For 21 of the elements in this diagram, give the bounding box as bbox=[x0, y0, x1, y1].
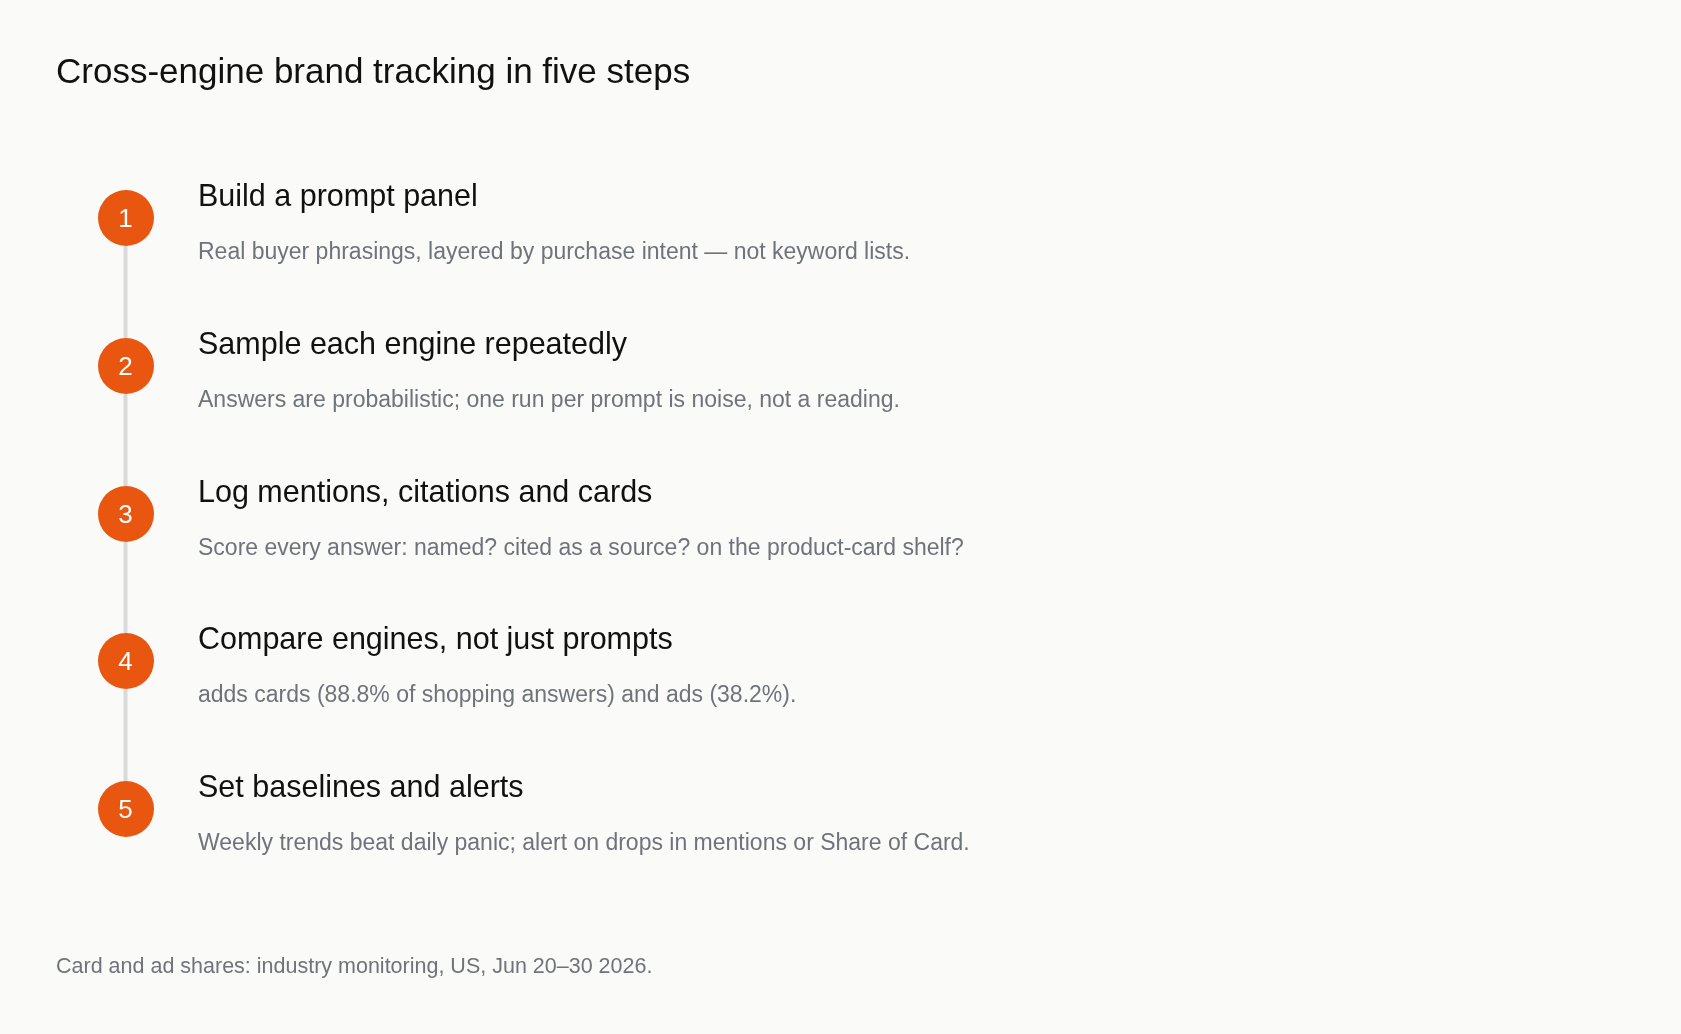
step-heading: Log mentions, citations and cards bbox=[198, 473, 653, 509]
step-description: Answers are probabilistic; one run per prompt is noise, not a reading. bbox=[198, 385, 900, 413]
source-note: Card and ad shares: industry monitoring, US, Jun 20–30 2026. bbox=[56, 953, 653, 979]
step-description: adds cards (88.8% of shopping answers) and ads (38.2%). bbox=[198, 680, 797, 708]
step-heading: Sample each engine repeatedly bbox=[198, 325, 627, 361]
step-heading: Compare engines, not just prompts bbox=[198, 620, 673, 656]
step-number-marker: 1 bbox=[97, 190, 154, 246]
step-description: Real buyer phrasings, layered by purchase intent — not keyword lists. bbox=[198, 237, 911, 265]
step-number-marker: 3 bbox=[97, 486, 154, 542]
step-description: Weekly trends beat daily panic; alert on drops in mentions or Share of Card. bbox=[198, 828, 970, 856]
connector-line bbox=[123, 542, 128, 633]
step-number-marker: 4 bbox=[97, 633, 154, 689]
diagram-title: Cross-engine brand tracking in five steps bbox=[56, 50, 691, 92]
step-heading: Build a prompt panel bbox=[198, 177, 478, 213]
step-number-marker: 5 bbox=[97, 781, 154, 837]
step-number-marker: 2 bbox=[97, 338, 154, 394]
connector-line bbox=[123, 689, 128, 781]
step-heading: Set baselines and alerts bbox=[198, 768, 524, 804]
connector-line bbox=[123, 246, 128, 338]
step-description: Score every answer: named? cited as a source? on the product-card shelf? bbox=[198, 533, 964, 561]
connector-line bbox=[123, 394, 128, 486]
